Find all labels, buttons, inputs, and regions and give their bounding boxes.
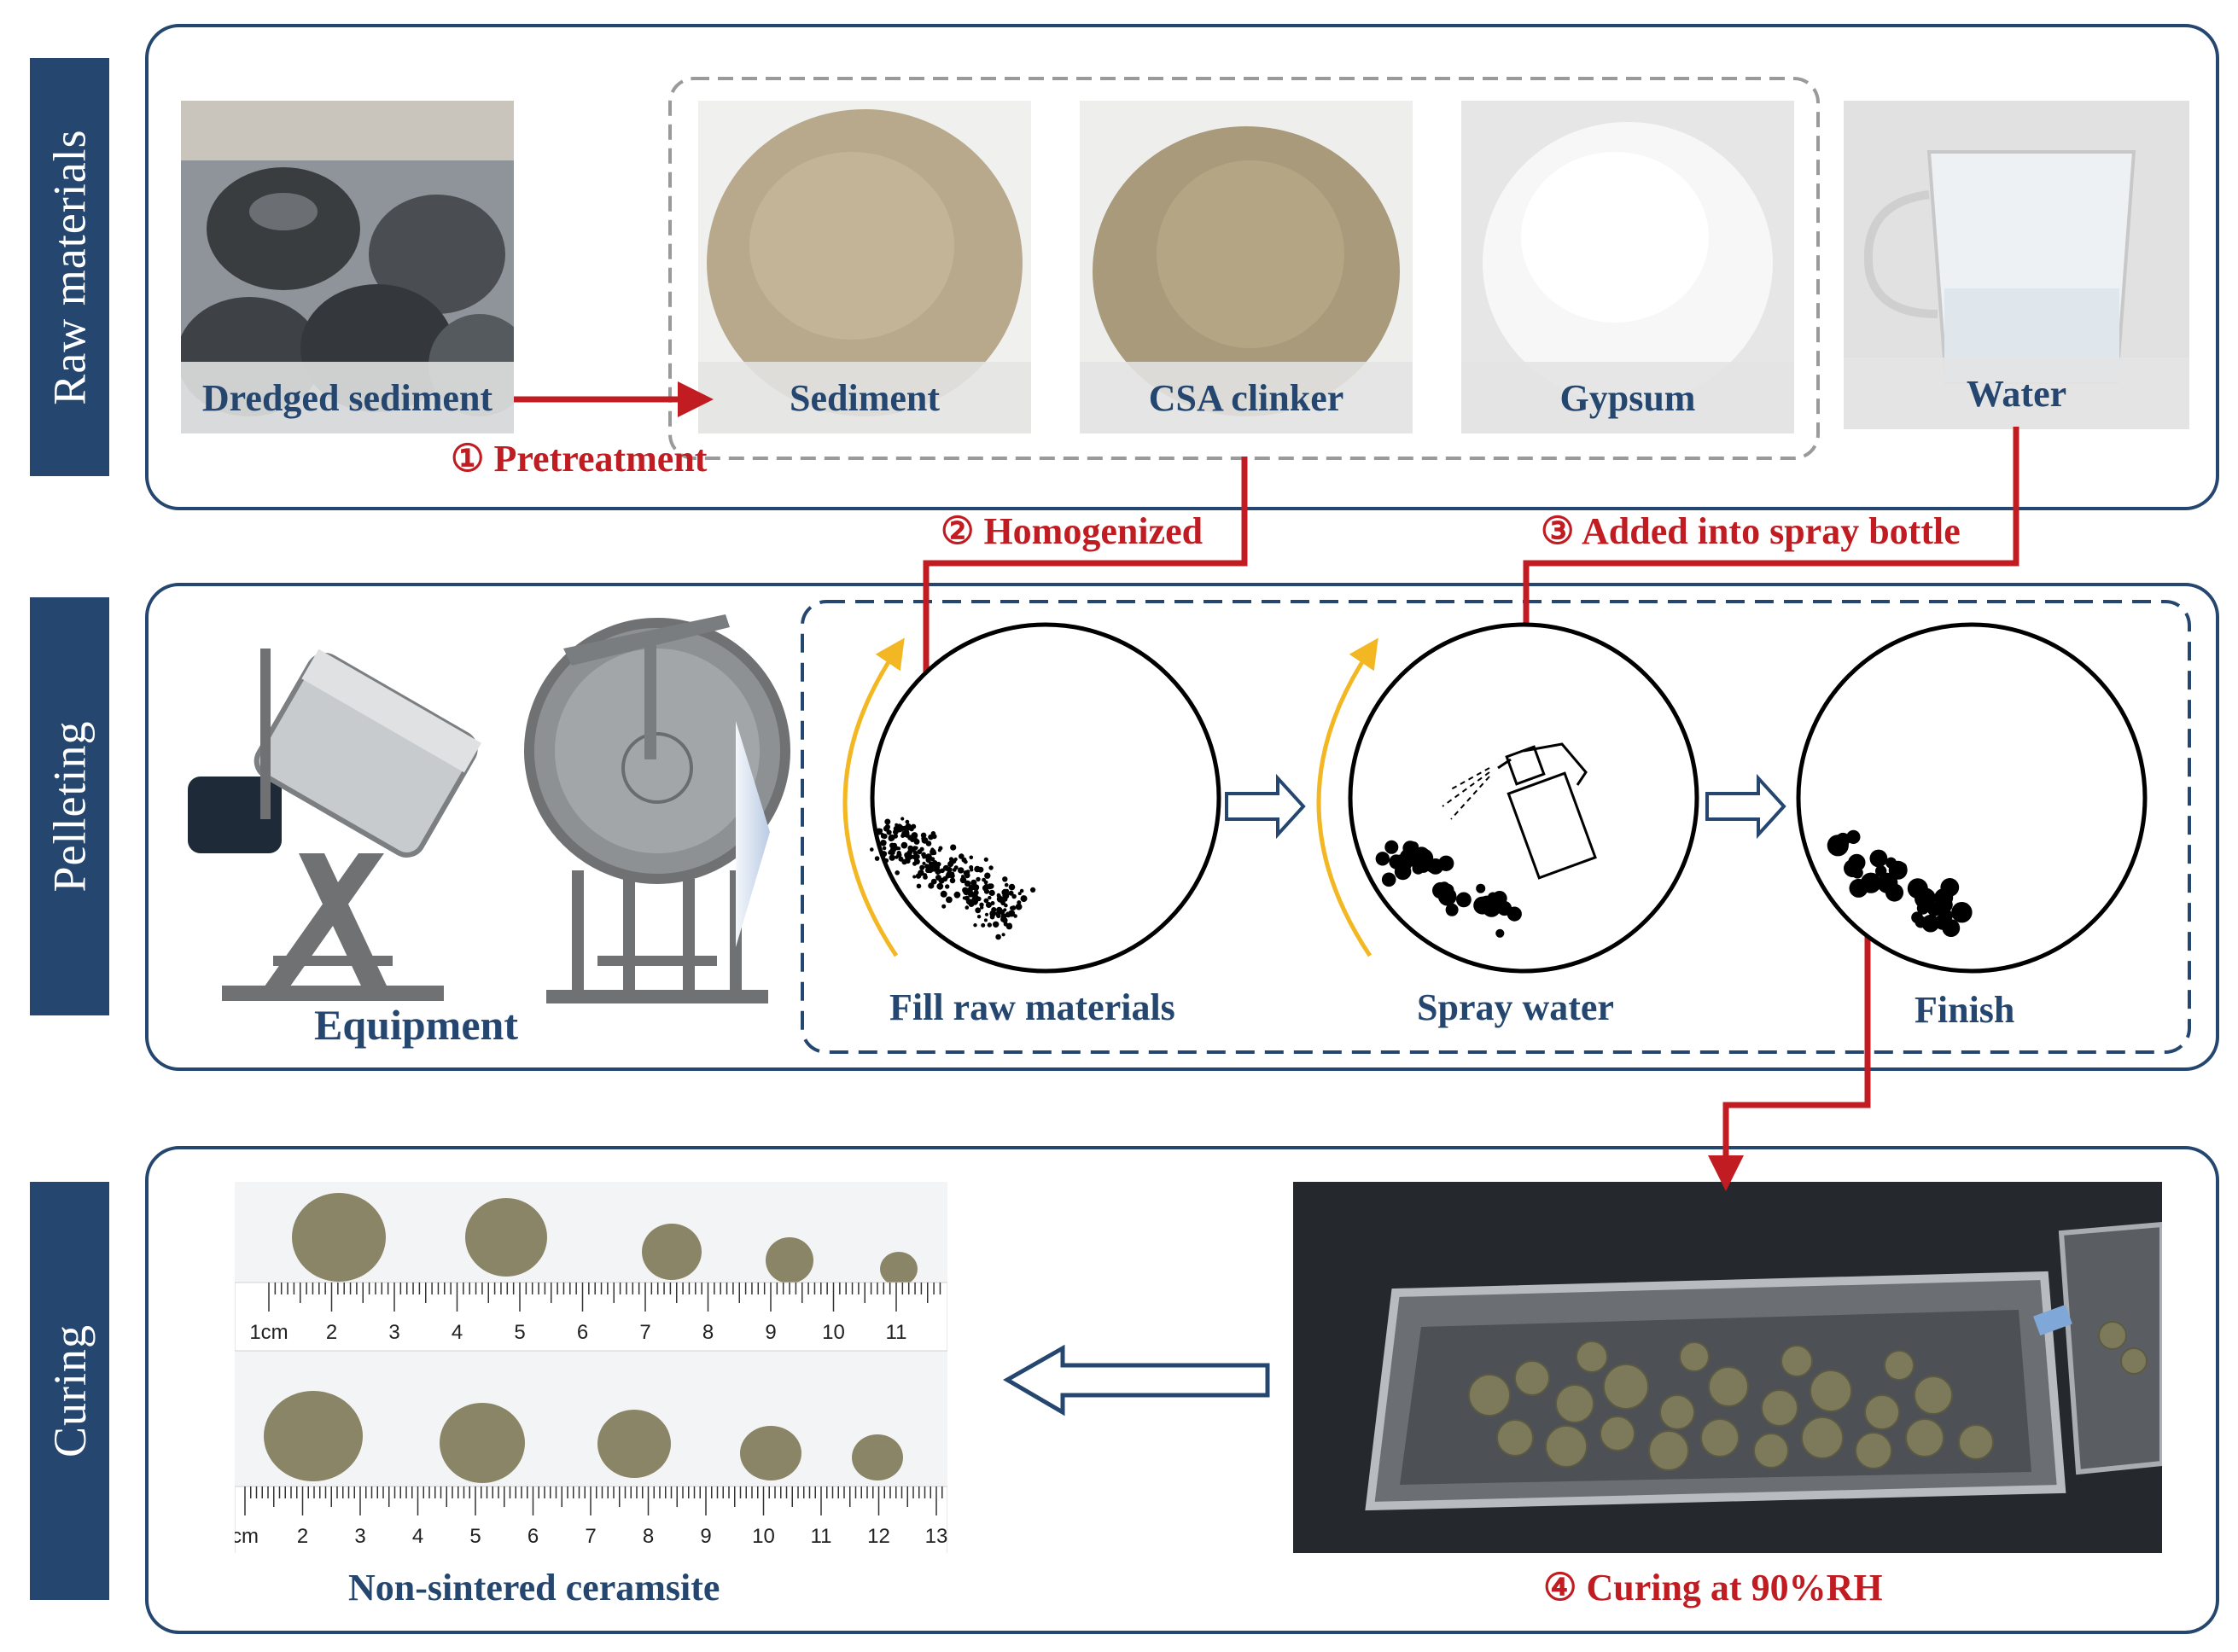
label-fill-raw-materials: Fill raw materials <box>889 986 1175 1028</box>
ruler-tick-label: 10 <box>822 1321 845 1344</box>
ruler-tick-label: 7 <box>639 1321 650 1344</box>
photo-gypsum: Gypsum <box>1461 101 1794 433</box>
ruler-bottom: cm 2 3 4 5 6 7 8 9 10 11 12 13 <box>235 1486 947 1553</box>
label-pretreatment: ① Pretreatment <box>451 438 708 480</box>
ruler-tick-label: 5 <box>469 1525 481 1548</box>
label-dredged-sediment: Dredged sediment <box>201 376 493 419</box>
ruler-tick-label: 12 <box>867 1525 890 1548</box>
label-equipment: Equipment <box>314 1001 518 1049</box>
label-csa-clinker: CSA clinker <box>1148 376 1344 419</box>
ruler-tick-label: 1cm <box>249 1321 288 1344</box>
label-spray-bottle: ③ Added into spray bottle <box>1541 510 1961 552</box>
ruler-tick-label: 5 <box>514 1321 525 1344</box>
ruler-tick-label: 11 <box>886 1321 907 1344</box>
ruler-tick-label: 2 <box>297 1525 308 1548</box>
label-non-sintered-ceramsite: Non-sintered ceramsite <box>348 1567 720 1608</box>
label-water: Water <box>1966 372 2067 415</box>
ruler-tick-label: 6 <box>527 1525 539 1548</box>
ruler-tick-label: cm <box>235 1525 259 1548</box>
ruler-tick-label: 8 <box>702 1321 714 1344</box>
section-title-raw-materials: Raw materials <box>44 129 96 405</box>
label-spray-water: Spray water <box>1417 986 1614 1028</box>
photo-dredged-sediment: Dredged sediment <box>181 101 514 433</box>
ruler-tick-label: 10 <box>752 1525 775 1548</box>
label-curing-rh: ④ Curing at 90%RH <box>1543 1567 1883 1608</box>
ruler-tick-label: 9 <box>700 1525 711 1548</box>
photo-csa-clinker: CSA clinker <box>1080 101 1413 433</box>
ceramsite-rulers-picture: 1cm 2 3 4 5 6 7 8 9 10 11 12 cm 2 3 4 5 6 7 8 9 10 11 12 13 <box>235 1193 947 1553</box>
ruler-tick-label: 13 <box>925 1525 947 1548</box>
curing-basket-picture <box>1293 1182 2162 1553</box>
label-sediment: Sediment <box>790 376 940 419</box>
sidebar-curing: Curing <box>30 1182 109 1600</box>
photo-ceramsite-rulers: 1cm 2 3 4 5 6 7 8 9 10 11 12 cm 2 3 4 5 6 7 8 9 10 11 12 13 <box>235 1182 947 1553</box>
ruler-tick-label: 3 <box>354 1525 365 1548</box>
pelletizer-equipment-picture <box>188 614 790 1003</box>
ruler-tick-label: 3 <box>388 1321 399 1344</box>
ruler-tick-label: 4 <box>452 1321 463 1344</box>
photo-sediment: Sediment <box>698 101 1031 433</box>
section-title-curing: Curing <box>44 1323 96 1458</box>
sidebar-raw-materials: Raw materials <box>30 58 109 476</box>
ruler-tick-label: 4 <box>412 1525 423 1548</box>
label-gypsum: Gypsum <box>1559 376 1696 419</box>
ruler-tick-label: 6 <box>577 1321 588 1344</box>
label-finish: Finish <box>1915 989 2015 1031</box>
ruler-tick-label: 11 <box>811 1525 832 1548</box>
ruler-tick-label: 8 <box>643 1525 654 1548</box>
ruler-tick-label: 9 <box>765 1321 776 1344</box>
section-title-pelleting: Pelleting <box>44 720 96 893</box>
photo-water: Water <box>1844 101 2189 429</box>
ruler-tick-label: 7 <box>585 1525 596 1548</box>
label-homogenized: ② Homogenized <box>941 510 1204 552</box>
sidebar-pelleting: Pelleting <box>30 597 109 1015</box>
ruler-tick-label: 2 <box>326 1321 337 1344</box>
photo-curing-basket <box>1293 1182 2162 1553</box>
